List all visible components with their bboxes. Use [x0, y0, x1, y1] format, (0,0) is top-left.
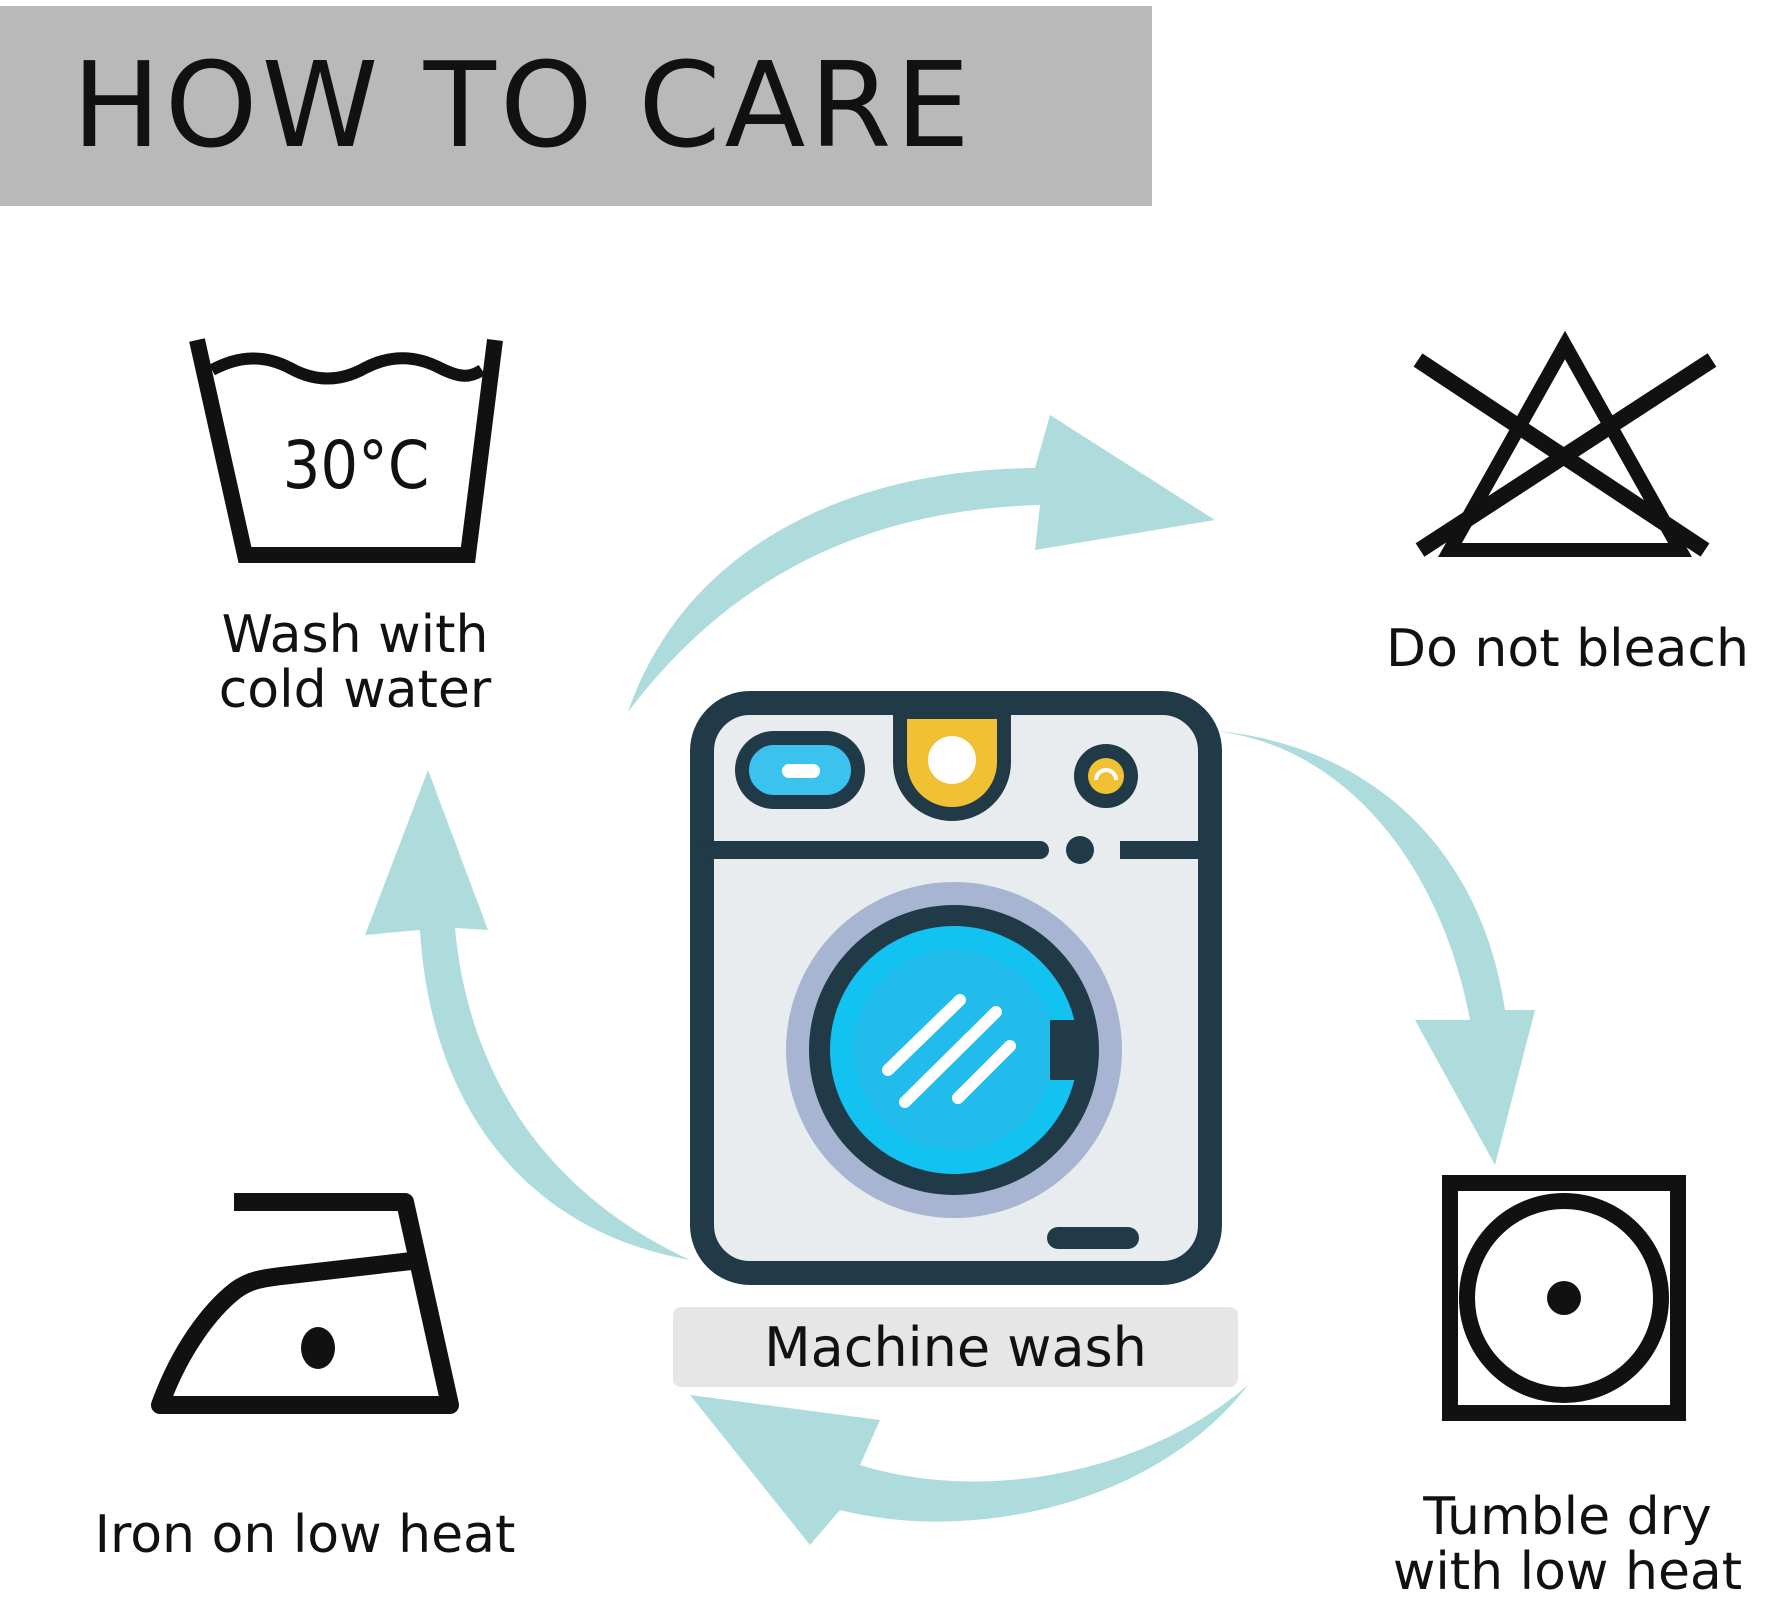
- no-bleach-icon: [1413, 330, 1717, 557]
- arrow-left-icon: [365, 770, 690, 1260]
- page-title: HOW TO CARE: [72, 36, 974, 174]
- machine-wash-label: Machine wash: [764, 1315, 1147, 1379]
- wash-label: Wash with cold water: [218, 605, 492, 720]
- bleach-label: Do not bleach: [1386, 619, 1749, 679]
- iron-label: Iron on low heat: [94, 1505, 516, 1565]
- arrow-top-icon: [628, 415, 1215, 712]
- arrow-right-icon: [1205, 730, 1535, 1165]
- iron-icon: [151, 1193, 459, 1414]
- title-bar: HOW TO CARE: [0, 6, 1152, 206]
- wash-tub-icon: [189, 338, 503, 563]
- wash-temperature: 30°C: [283, 427, 430, 504]
- tumble-dry-icon: [1442, 1175, 1686, 1421]
- machine-wash-caption: Machine wash: [673, 1307, 1238, 1387]
- tumble-dry-label: Tumble dry with low heat: [1392, 1487, 1743, 1602]
- cycle-arrows: [365, 415, 1535, 1545]
- arrow-bottom-icon: [690, 1385, 1248, 1545]
- washing-machine-icon: [690, 691, 1222, 1285]
